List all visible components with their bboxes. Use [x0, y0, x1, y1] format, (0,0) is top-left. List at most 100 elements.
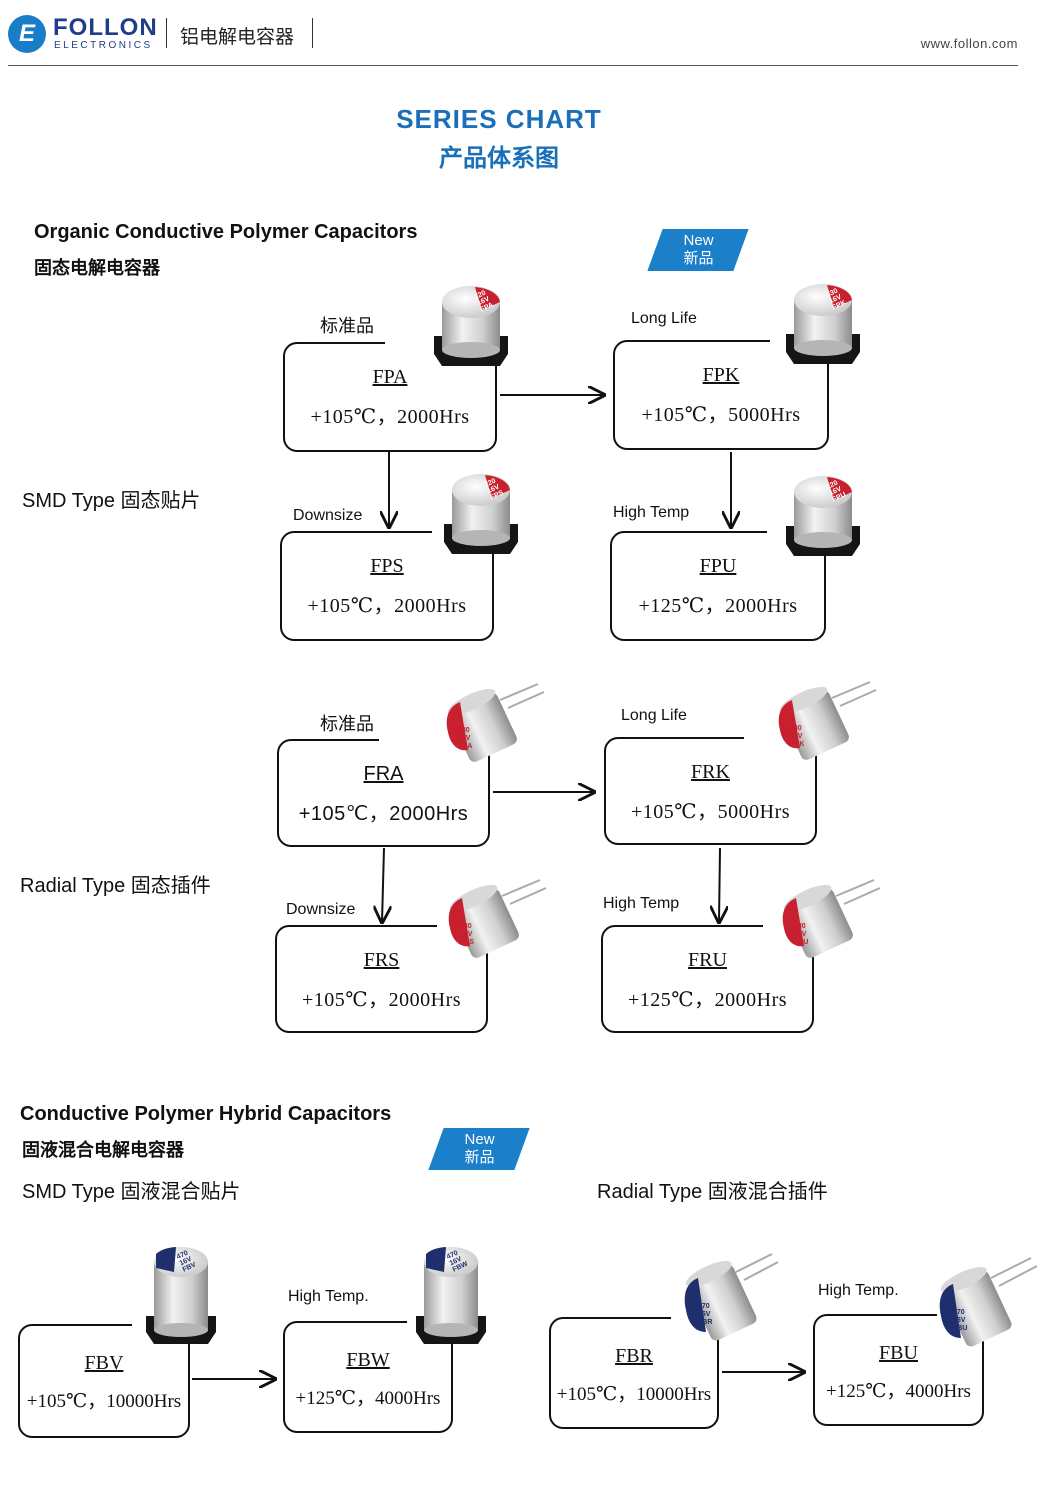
series-label-downsize: Downsize: [293, 507, 363, 524]
smd-capacitor-image: 470 16V FBV: [146, 1247, 216, 1344]
series-code: FRS: [363, 949, 400, 971]
smd-capacitor-image: 330 16V FPK: [786, 284, 860, 364]
series-code: FBR: [615, 1345, 653, 1367]
series-spec: +105℃，10000Hrs: [26, 1391, 182, 1412]
svg-text:470: 470: [446, 1250, 460, 1261]
series-label-standard: 标准品: [320, 714, 374, 734]
header-rule: [8, 65, 1018, 66]
svg-text:470: 470: [953, 1309, 965, 1316]
series-code: FPA: [372, 366, 408, 388]
smd-capacitor-image: 220 16V FPS: [444, 474, 518, 554]
series-box-fru[interactable]: FRU +125℃，2000Hrs: [601, 924, 815, 1033]
svg-text:330: 330: [825, 288, 839, 299]
series-spec: +105℃，2000Hrs: [301, 989, 462, 1011]
svg-text:16V: 16V: [458, 735, 471, 742]
series-code: FPU: [699, 555, 737, 577]
svg-text:16V: 16V: [828, 485, 843, 497]
arrow-down: [719, 847, 720, 922]
svg-text:FRU: FRU: [794, 939, 808, 946]
svg-text:FBR: FBR: [698, 1319, 712, 1326]
radial-capacitor-image: 330 16V FRA: [446, 683, 545, 762]
smd-capacitor-image: 220 16V FPA: [434, 286, 508, 366]
svg-text:330: 330: [460, 923, 472, 930]
series-spec: +105℃，5000Hrs: [641, 404, 801, 426]
series-code: FRU: [688, 949, 727, 971]
series-label-high-temp: High Temp: [603, 895, 680, 912]
svg-text:330: 330: [794, 923, 806, 930]
section-title-cn: 固态电解电容器: [34, 258, 160, 278]
series-label-long-life: Long Life: [631, 310, 697, 327]
svg-text:16V: 16V: [486, 483, 501, 495]
brand-name: FOLLON: [53, 14, 158, 41]
series-label-downsize: Downsize: [286, 901, 356, 918]
section-title: Organic Conductive Polymer Capacitors: [34, 221, 418, 243]
radial-capacitor-image: 470 16V FBU: [939, 1257, 1038, 1347]
series-box-frs[interactable]: FRS +105℃，2000Hrs: [275, 924, 489, 1033]
radial-capacitor-image: 330 16V FRU: [782, 879, 881, 958]
radial-capacitor-image: 330 16V FRK: [778, 681, 877, 760]
series-label-high-temp: High Temp: [613, 504, 690, 521]
svg-text:FRS: FRS: [460, 939, 474, 946]
svg-text:16V: 16V: [794, 931, 807, 938]
series-code: FBU: [879, 1342, 918, 1364]
svg-text:FRK: FRK: [790, 741, 804, 748]
svg-text:330: 330: [458, 727, 470, 734]
smd-type-label: SMD Type 固态贴片: [22, 490, 201, 512]
series-spec: +125℃，2000Hrs: [627, 989, 788, 1011]
series-label-standard: 标准品: [320, 316, 374, 336]
series-spec: +105℃，5000Hrs: [630, 801, 791, 823]
svg-text:16V: 16V: [828, 293, 843, 305]
radial-type-label: Radial Type 固态插件: [20, 875, 211, 897]
section-title: Conductive Polymer Hybrid Capacitors: [20, 1103, 392, 1125]
series-box-fra[interactable]: FRA +105℃，2000Hrs: [277, 738, 490, 847]
svg-text:16V: 16V: [460, 931, 473, 938]
series-label-high-temp: High Temp.: [818, 1282, 899, 1299]
series-code: FRK: [691, 761, 730, 783]
svg-text:220: 220: [483, 478, 497, 489]
series-code: FRA: [363, 763, 404, 785]
svg-text:16V: 16V: [790, 733, 803, 740]
smd-type-label: SMD Type 固液混合贴片: [22, 1181, 241, 1203]
series-label-long-life: Long Life: [621, 707, 687, 724]
series-box-frk[interactable]: FRK +105℃，5000Hrs: [604, 736, 818, 845]
page-title: SERIES CHART: [396, 104, 602, 134]
series-label-high-temp: High Temp.: [288, 1288, 369, 1305]
header-divider: [312, 18, 313, 48]
svg-text:470: 470: [698, 1303, 710, 1310]
svg-text:FBU: FBU: [953, 1325, 967, 1332]
series-spec: +125℃，4000Hrs: [295, 1388, 441, 1409]
arrow-down: [382, 847, 384, 922]
radial-type-label: Radial Type 固液混合插件: [597, 1181, 828, 1203]
section-title-cn: 固液混合电解电容器: [22, 1140, 184, 1160]
series-spec: +105℃，2000Hrs: [298, 803, 469, 825]
website-link[interactable]: www.follon.com: [920, 36, 1018, 51]
series-spec: +125℃，2000Hrs: [638, 595, 798, 617]
svg-text:470: 470: [176, 1250, 190, 1261]
series-code: FBV: [84, 1352, 124, 1374]
series-spec: +125℃，4000Hrs: [826, 1381, 971, 1402]
svg-text:16V: 16V: [698, 1311, 711, 1318]
brand-subtitle: ELECTRONICS: [54, 40, 153, 51]
series-code: FPS: [370, 555, 404, 577]
series-box-fpk[interactable]: FPK +105℃，5000Hrs: [613, 339, 830, 450]
svg-text:220: 220: [473, 290, 487, 301]
svg-text:FRA: FRA: [458, 743, 472, 750]
smd-capacitor-image: 470 16V FBW: [416, 1247, 486, 1344]
svg-text:16V: 16V: [449, 1256, 464, 1268]
header-divider: [166, 18, 167, 48]
radial-capacitor-image: 330 16V FRS: [448, 879, 547, 958]
svg-text:16V: 16V: [953, 1317, 966, 1324]
series-spec: +105℃，2000Hrs: [307, 595, 467, 617]
logo-mark: E: [8, 15, 46, 53]
series-code: FBW: [346, 1349, 390, 1371]
series-spec: +105℃，2000Hrs: [310, 406, 470, 428]
series-code: FPK: [702, 364, 740, 386]
series-box-fbr[interactable]: FBR +105℃，10000Hrs: [549, 1316, 719, 1429]
svg-text:16V: 16V: [476, 295, 491, 307]
category-title: 铝电解电容器: [180, 27, 295, 48]
smd-capacitor-image: 220 16V FPU: [786, 476, 860, 556]
svg-text:220: 220: [825, 480, 839, 491]
series-spec: +105℃，10000Hrs: [556, 1384, 712, 1405]
